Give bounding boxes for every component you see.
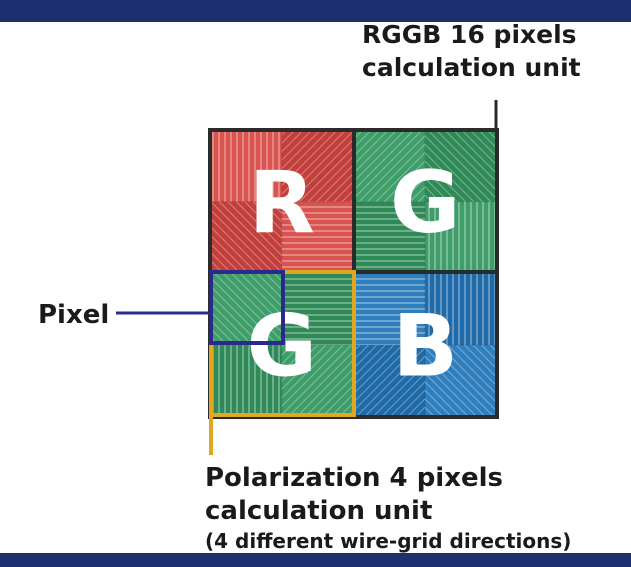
wire-grid-hatch <box>210 345 282 417</box>
rggb-unit-label: RGGB 16 pixels calculation unit <box>362 18 581 84</box>
polar-label-line3: (4 different wire-grid directions) <box>205 529 572 553</box>
pixel-label: Pixel <box>38 300 110 330</box>
bottom-banner <box>0 553 631 567</box>
single-pixel-outline <box>209 270 285 345</box>
wire-grid-hatch <box>425 201 497 274</box>
wire-grid-hatch <box>210 130 282 202</box>
wire-grid-hatch <box>425 130 497 202</box>
wire-grid-hatch <box>353 201 426 274</box>
polar-label-line1: Polarization 4 pixels <box>205 463 504 493</box>
rggb-label-line1: RGGB 16 pixels <box>362 20 577 49</box>
tile-letter: R <box>249 153 315 253</box>
wire-grid-hatch <box>281 201 354 274</box>
wire-grid-hatch <box>425 273 497 346</box>
polarization-unit-label: Polarization 4 pixels calculation unit (… <box>205 462 571 554</box>
wire-grid-hatch <box>281 273 354 346</box>
top-banner <box>0 0 631 22</box>
wire-grid-hatch <box>353 273 426 346</box>
tile-letter: B <box>392 296 458 396</box>
wire-grid-hatch <box>281 345 354 417</box>
wire-grid-hatch <box>210 201 282 274</box>
wire-grid-hatch <box>353 345 426 417</box>
wire-grid-hatch <box>281 130 354 202</box>
wire-grid-hatch <box>353 130 426 202</box>
tile-letter: G <box>390 153 461 253</box>
polar-label-line2: calculation unit <box>205 496 433 526</box>
rggb-label-line2: calculation unit <box>362 53 581 82</box>
wire-grid-hatch <box>425 345 497 417</box>
wire-grid-hatch <box>210 273 282 346</box>
